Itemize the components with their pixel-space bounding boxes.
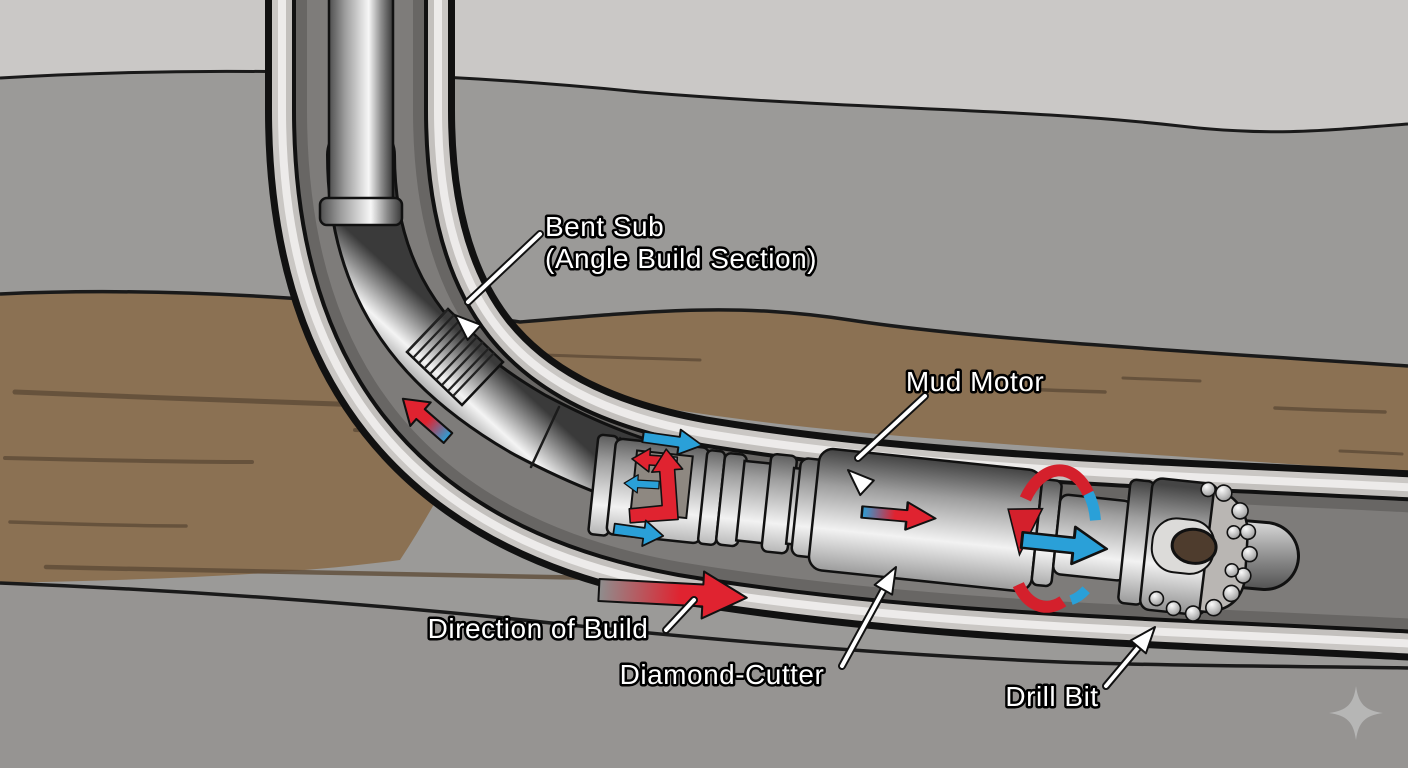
coupling <box>715 452 822 555</box>
bent-sub-threads <box>405 307 505 407</box>
direction-of-build-arrow <box>597 570 748 620</box>
drill-bit-label: Drill Bit <box>1005 681 1098 712</box>
annulus-return-arrow-bend <box>401 397 454 444</box>
mud-motor-label: Mud Motor <box>906 366 1044 397</box>
bent-sub-label-line1: Bent Sub <box>545 211 664 242</box>
callouts <box>454 230 1156 690</box>
diamond-cutter-studs <box>1148 481 1258 622</box>
motor-internal-flow <box>860 501 937 531</box>
diamond-cutter-label: Diamond-Cutter <box>620 659 825 690</box>
strata-boundary-top <box>0 69 1408 134</box>
sparkle-icon <box>1329 686 1383 740</box>
bent-sub-label-line2: (Angle Build Section) <box>545 243 817 274</box>
bent-sub-arrowhead <box>454 314 483 341</box>
pipe-collar <box>318 196 404 227</box>
rock-layer-lower <box>0 583 1408 768</box>
mud-motor-arrowhead <box>847 469 875 497</box>
drill-bit-arrowhead <box>1129 626 1156 655</box>
joint-uptake-arrow <box>628 448 684 524</box>
bit-flow-arrow <box>1019 525 1109 566</box>
drill-bit <box>1117 477 1258 622</box>
joint-annulus-arrow <box>623 474 660 494</box>
diamond-cutter-arrowhead <box>873 566 897 596</box>
soil-bottom-boundary <box>0 581 1408 670</box>
annulus-flow-top <box>641 428 704 456</box>
drill-pipe-vertical <box>318 0 404 227</box>
annulus-flow-bottom <box>612 519 665 547</box>
direction-of-build-label: Direction of Build <box>428 613 649 644</box>
soil-top-boundary <box>0 289 1408 368</box>
bit-nozzle-hole <box>1170 527 1218 565</box>
